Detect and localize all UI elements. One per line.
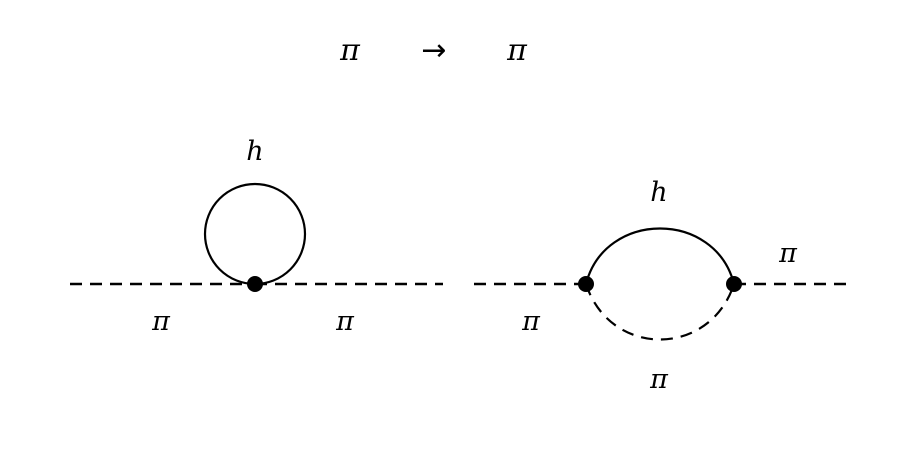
bubble-upper-arc-label: h <box>650 177 667 208</box>
bubble-right-leg-label: π <box>778 238 798 269</box>
title-final-particle: π <box>506 33 528 68</box>
title-arrow: → <box>421 33 446 68</box>
tadpole-diagram: h π π <box>70 136 443 337</box>
title-initial-particle: π <box>339 33 361 68</box>
bubble-pion-arc <box>584 283 736 341</box>
tadpole-left-leg-label: π <box>151 306 171 337</box>
tadpole-higgs-loop <box>203 182 307 286</box>
bubble-diagram: h π π π <box>474 177 846 395</box>
bubble-lower-arc-label: π <box>649 364 669 395</box>
bubble-higgs-arc <box>584 227 736 285</box>
tadpole-right-leg-label: π <box>335 306 355 337</box>
tadpole-loop-label: h <box>246 136 263 167</box>
bubble-right-vertex <box>726 276 742 292</box>
bubble-left-vertex <box>578 276 594 292</box>
bubble-left-leg-label: π <box>521 306 541 337</box>
process-title: π → π <box>339 33 528 68</box>
tadpole-vertex <box>247 276 263 292</box>
